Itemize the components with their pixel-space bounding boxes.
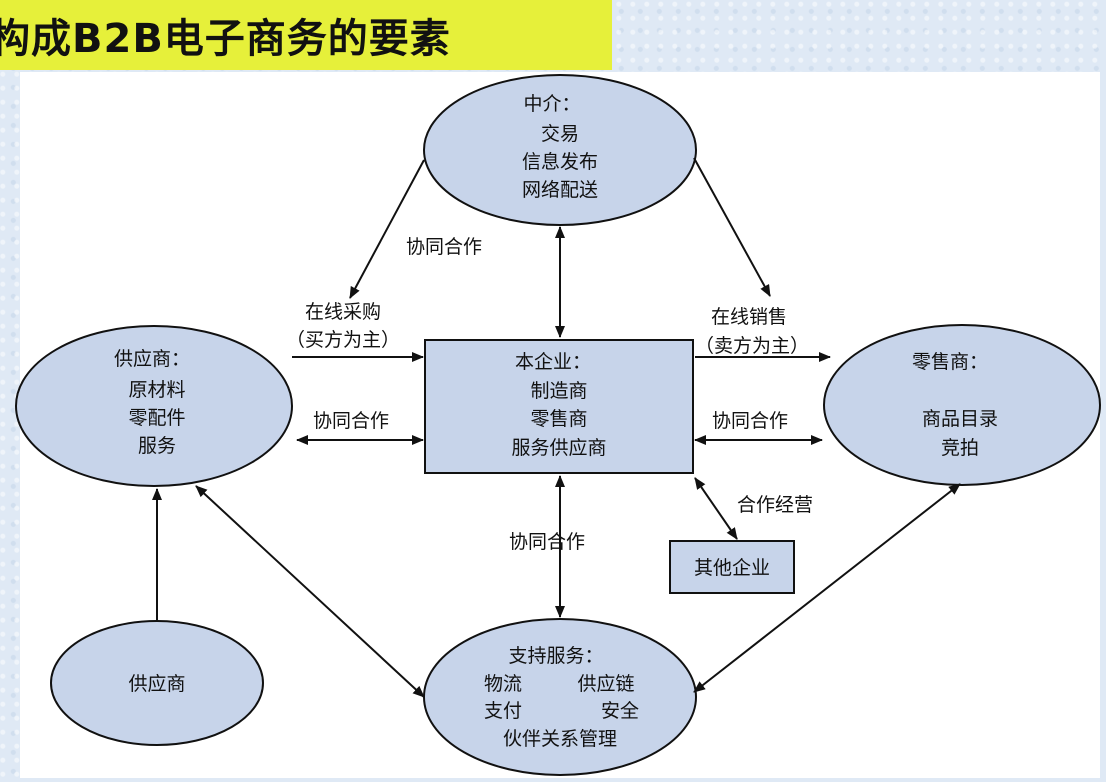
edge-retailer-support — [693, 483, 961, 693]
retailer-line: 商品目录 — [922, 408, 998, 430]
edge-label-seller-led: （卖方为主） — [695, 335, 809, 357]
retailer-line: 零售商： — [912, 351, 988, 373]
intermediary-line: 网络配送 — [522, 179, 598, 201]
edge-label-collab-right: 协同合作 — [712, 410, 788, 432]
edge-label-online-sales: 在线销售 — [711, 306, 787, 328]
page-title: 构成B2B电子商务的要素 — [0, 16, 451, 62]
edge-label-buyer-led: （买方为主） — [286, 329, 400, 351]
retailer-label: 零售商： 商品目录 竞拍 — [912, 351, 998, 459]
enterprise-line: 制造商 — [530, 380, 587, 402]
edge-intermediary-supplier — [349, 159, 425, 299]
support-title: 支持服务： — [508, 645, 603, 667]
edge-intermediary-retailer — [693, 157, 771, 297]
supplier-main-line: 原材料 — [128, 379, 185, 401]
edge-label-collab-left: 协同合作 — [313, 410, 389, 432]
edge-label-collab-bottom: 协同合作 — [509, 531, 585, 553]
enterprise-label: 本企业： 制造商 零售商 服务供应商 — [511, 351, 606, 459]
edge-label-collab-top: 协同合作 — [406, 236, 482, 258]
title-bar: 构成B2B电子商务的要素 — [0, 0, 612, 70]
intermediary-line: 中介： — [523, 93, 580, 115]
retailer-node — [823, 324, 1101, 486]
supplier-main-node — [15, 325, 293, 487]
enterprise-line: 服务供应商 — [511, 437, 606, 459]
support-node — [423, 618, 697, 776]
intermediary-line: 信息发布 — [522, 151, 598, 173]
support-item: 物流 — [484, 673, 522, 695]
other-enterprise-label: 其他企业 — [694, 557, 770, 579]
intermediary-line: 交易 — [541, 123, 579, 145]
edge-label-joint-operation: 合作经营 — [737, 494, 813, 516]
edge-supplier-support — [195, 485, 425, 698]
support-label: 支持服务： 物流 供应链 支付 安全 伙伴关系管理 — [484, 645, 639, 750]
intermediary-node — [423, 74, 697, 226]
support-item: 安全 — [601, 700, 639, 722]
edge-enterprise-other — [694, 477, 738, 540]
enterprise-line: 零售商 — [530, 408, 587, 430]
supplier-main-line: 供应商： — [114, 348, 190, 370]
supplier-main-line: 零配件 — [128, 407, 185, 429]
edge-label-online-purchase: 在线采购 — [305, 301, 381, 323]
enterprise-line: 本企业： — [515, 351, 591, 373]
supplier-main-line: 服务 — [138, 435, 176, 457]
enterprise-node — [424, 339, 694, 474]
support-item: 支付 — [484, 700, 522, 722]
supplier-sub-label: 供应商 — [128, 673, 185, 695]
support-item: 供应链 — [577, 673, 634, 695]
retailer-line: 竞拍 — [941, 437, 979, 459]
support-item: 伙伴关系管理 — [503, 728, 617, 750]
intermediary-label: 中介： 交易 信息发布 网络配送 — [522, 93, 598, 201]
supplier-main-label: 供应商： 原材料 零配件 服务 — [114, 348, 190, 457]
